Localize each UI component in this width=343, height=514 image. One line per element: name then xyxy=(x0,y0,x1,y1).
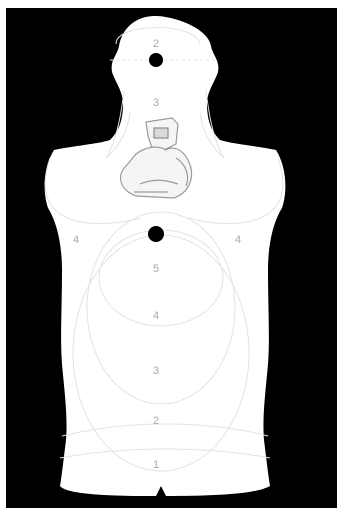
zone-label-upper-abdomen: 4 xyxy=(153,310,159,322)
zone-label-left-shoulder: 4 xyxy=(73,234,79,246)
zone-label-right-shoulder: 4 xyxy=(235,234,241,246)
zone-label-neck: 3 xyxy=(153,97,159,109)
zone-label-waist: 2 xyxy=(153,415,159,427)
zone-label-lower-abdomen: 3 xyxy=(153,365,159,377)
target-board: 2 3 4 4 5 4 3 2 1 xyxy=(6,8,337,508)
head-aim-dot xyxy=(149,53,163,67)
chest-aim-dot xyxy=(148,226,164,242)
zone-label-chest: 5 xyxy=(153,263,159,275)
silhouette-target: 2 3 4 4 5 4 3 2 1 xyxy=(6,8,337,508)
zone-label-head: 2 xyxy=(153,38,159,50)
zone-label-base: 1 xyxy=(153,459,159,471)
